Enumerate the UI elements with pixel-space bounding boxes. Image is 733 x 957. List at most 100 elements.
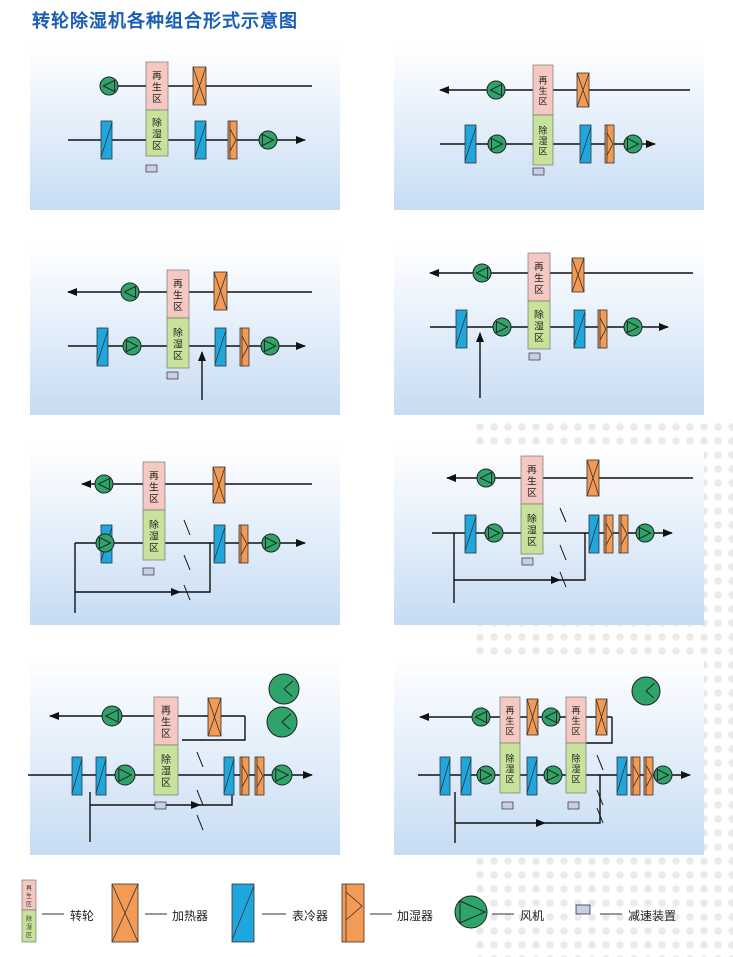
regen-zone-char: 生: [527, 474, 537, 487]
cooler-icon: [194, 120, 207, 160]
fan-icon: [486, 80, 506, 100]
dehum-zone-char: 湿: [149, 530, 159, 542]
regen-zone-char: 生: [534, 271, 544, 284]
fan-icon: [471, 707, 491, 727]
regen-zone-char: 生: [161, 716, 171, 729]
cooler-icon: [100, 120, 113, 160]
fan-icon: [653, 765, 673, 785]
fan-icon: [492, 317, 512, 337]
dehum-zone-char: 除: [152, 116, 162, 129]
legend-cooler-label: 表冷器: [292, 909, 329, 923]
dehum-zone-char: 区: [571, 774, 580, 785]
fan-icon: [258, 130, 278, 150]
humidifier-icon: [618, 514, 629, 554]
heater-icon: [595, 698, 608, 736]
dehum-zone-char: 除: [149, 518, 159, 531]
reducer-icon: [154, 801, 167, 810]
spare-fan-icon: [266, 706, 298, 738]
legend-humidifier-icon: [341, 883, 365, 943]
spare-fan-icon: [268, 673, 300, 705]
heater-icon: [586, 459, 600, 497]
humidifier-icon: [630, 756, 641, 796]
humidifier-icon: [604, 124, 615, 164]
dehum-zone-char: 湿: [534, 320, 544, 332]
regen-zone-char: 区: [538, 96, 547, 107]
reducer-icon: [166, 371, 179, 380]
dehum-zone-char: 湿: [527, 524, 537, 536]
regen-zone-char: 生: [152, 80, 162, 93]
regen-zone-char: 生: [173, 288, 183, 301]
cooler-icon: [455, 309, 468, 349]
regen-zone-char: 区: [505, 726, 514, 737]
humidifier-icon: [643, 756, 654, 796]
heater-icon: [571, 257, 585, 293]
regen-zone-char: 生: [571, 715, 580, 727]
humidifier-icon: [239, 756, 250, 796]
dehum-zone-char: 除: [527, 512, 537, 525]
svg-text:生: 生: [26, 892, 32, 900]
humidifier-icon: [597, 309, 608, 349]
dehum-zone-char: 除: [173, 326, 183, 339]
legend-wheel-icon: 再 生 区 除 湿 区: [21, 879, 37, 943]
legend-wheel-label: 转轮: [70, 909, 95, 923]
regen-zone-char: 再: [534, 261, 544, 273]
fan-icon: [476, 765, 496, 785]
fan-icon: [472, 263, 492, 283]
heater-icon: [213, 271, 228, 311]
heater-icon: [207, 697, 222, 737]
humidifier-icon: [254, 756, 265, 796]
cooler-icon: [460, 756, 472, 796]
humidifier-icon: [227, 120, 238, 160]
cooler-icon: [95, 756, 107, 796]
dehum-zone-char: 区: [534, 332, 544, 344]
regen-zone-char: 再: [571, 706, 580, 717]
reducer-icon: [501, 801, 514, 810]
fan-icon: [99, 76, 119, 96]
dehum-zone-char: 区: [538, 146, 547, 157]
svg-text:湿: 湿: [26, 923, 32, 931]
dehum-zone-char: 区: [161, 777, 171, 789]
humidifier-icon: [239, 327, 250, 367]
regen-zone-char: 再: [149, 470, 159, 482]
cooler-icon: [71, 756, 83, 796]
cooler-icon: [616, 756, 628, 796]
reducer-icon: [532, 167, 545, 176]
regen-zone-char: 再: [161, 705, 171, 717]
dehum-zone-char: 湿: [505, 764, 514, 775]
legend-heater-label: 加热器: [172, 909, 209, 923]
svg-text:再: 再: [26, 885, 32, 892]
legend: 再 生 区 除 湿 区: [0, 870, 733, 950]
fan-icon: [114, 764, 136, 786]
regen-zone-char: 区: [527, 487, 537, 499]
legend-reducer-icon: [575, 904, 591, 915]
reducer-icon: [142, 567, 155, 576]
diagram-panel-1: [30, 45, 340, 210]
cooler-icon: [464, 514, 477, 554]
regen-zone-char: 区: [571, 726, 580, 737]
fan-icon: [623, 134, 643, 154]
regen-zone-char: 区: [149, 493, 159, 505]
reducer-icon: [145, 164, 158, 173]
dehum-zone-char: 除: [161, 753, 171, 766]
regen-zone-char: 区: [534, 284, 544, 296]
spare-fan-icon: [631, 676, 661, 706]
heater-icon: [192, 66, 207, 106]
dehum-zone-char: 区: [527, 536, 537, 548]
dehum-zone-char: 除: [538, 125, 547, 137]
fan-icon: [95, 533, 115, 553]
legend-icons: 再 生 区 除 湿 区: [21, 879, 622, 943]
regen-zone-char: 生: [538, 85, 547, 97]
regen-zone-char: 再: [527, 464, 537, 476]
dehum-zone-char: 湿: [538, 136, 547, 147]
legend-fan-icon: [454, 895, 488, 929]
dehum-zone-char: 除: [571, 753, 580, 765]
heater-icon: [526, 698, 539, 736]
regen-zone-char: 区: [173, 301, 183, 313]
